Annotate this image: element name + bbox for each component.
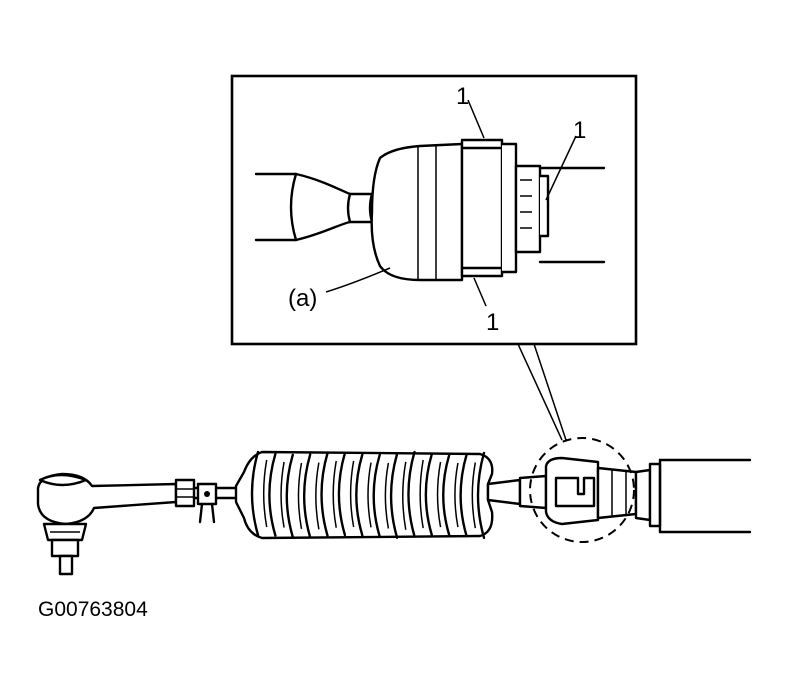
bellows-valley xyxy=(349,460,355,528)
inset-pointer xyxy=(517,343,567,441)
bellows-rib xyxy=(459,453,468,538)
bellows-outline xyxy=(234,450,494,540)
callout-label-a: (a) xyxy=(288,285,317,312)
inset-boot-end xyxy=(370,142,464,282)
bellows-valley xyxy=(419,459,424,529)
bellows-rib xyxy=(355,453,364,537)
bellows-rib xyxy=(442,453,451,537)
inset-rack-end xyxy=(514,164,606,264)
bellows-rib xyxy=(285,453,294,539)
bellows-rib xyxy=(389,452,399,539)
callout-label-right: 1 xyxy=(573,117,586,144)
bellows-rib xyxy=(372,453,381,538)
inset-leaders xyxy=(325,99,577,307)
bellows-valley xyxy=(297,462,303,530)
callout-label-bottom: 1 xyxy=(486,309,499,336)
bellows-rib xyxy=(250,450,260,537)
outer-clip xyxy=(196,482,218,524)
tie-rod-end xyxy=(36,472,178,576)
bellows-valley xyxy=(332,460,337,528)
inner-joint xyxy=(544,456,638,526)
bellows-rib xyxy=(302,453,312,539)
detail-circle xyxy=(529,437,635,543)
bellows-valley xyxy=(262,459,268,528)
figure-code: G00763804 xyxy=(38,598,148,621)
inset-clamp xyxy=(460,138,518,278)
bellows-boot xyxy=(234,450,494,540)
bellows-valley xyxy=(454,462,459,528)
bellows-rib xyxy=(320,451,329,537)
bellows-valley xyxy=(384,462,390,529)
bellows-valley xyxy=(436,461,442,528)
bellows-rib xyxy=(407,450,416,538)
bellows-rib xyxy=(268,452,277,537)
detail-inset: 1 1 1 (a) xyxy=(230,74,638,346)
rack-housing xyxy=(634,458,752,534)
callout-label-top: 1 xyxy=(456,83,469,110)
bellows-valley xyxy=(315,462,320,530)
tie-rod-assembly xyxy=(36,437,752,576)
bellows-valley xyxy=(402,461,407,530)
bellows-rib xyxy=(424,452,434,537)
bellows-rib xyxy=(337,451,347,537)
inner-rod xyxy=(486,474,548,510)
bellows-valley xyxy=(367,462,372,528)
bellows-rib xyxy=(476,451,486,540)
bellows-valley xyxy=(280,461,285,528)
bellows-valley xyxy=(471,462,477,529)
